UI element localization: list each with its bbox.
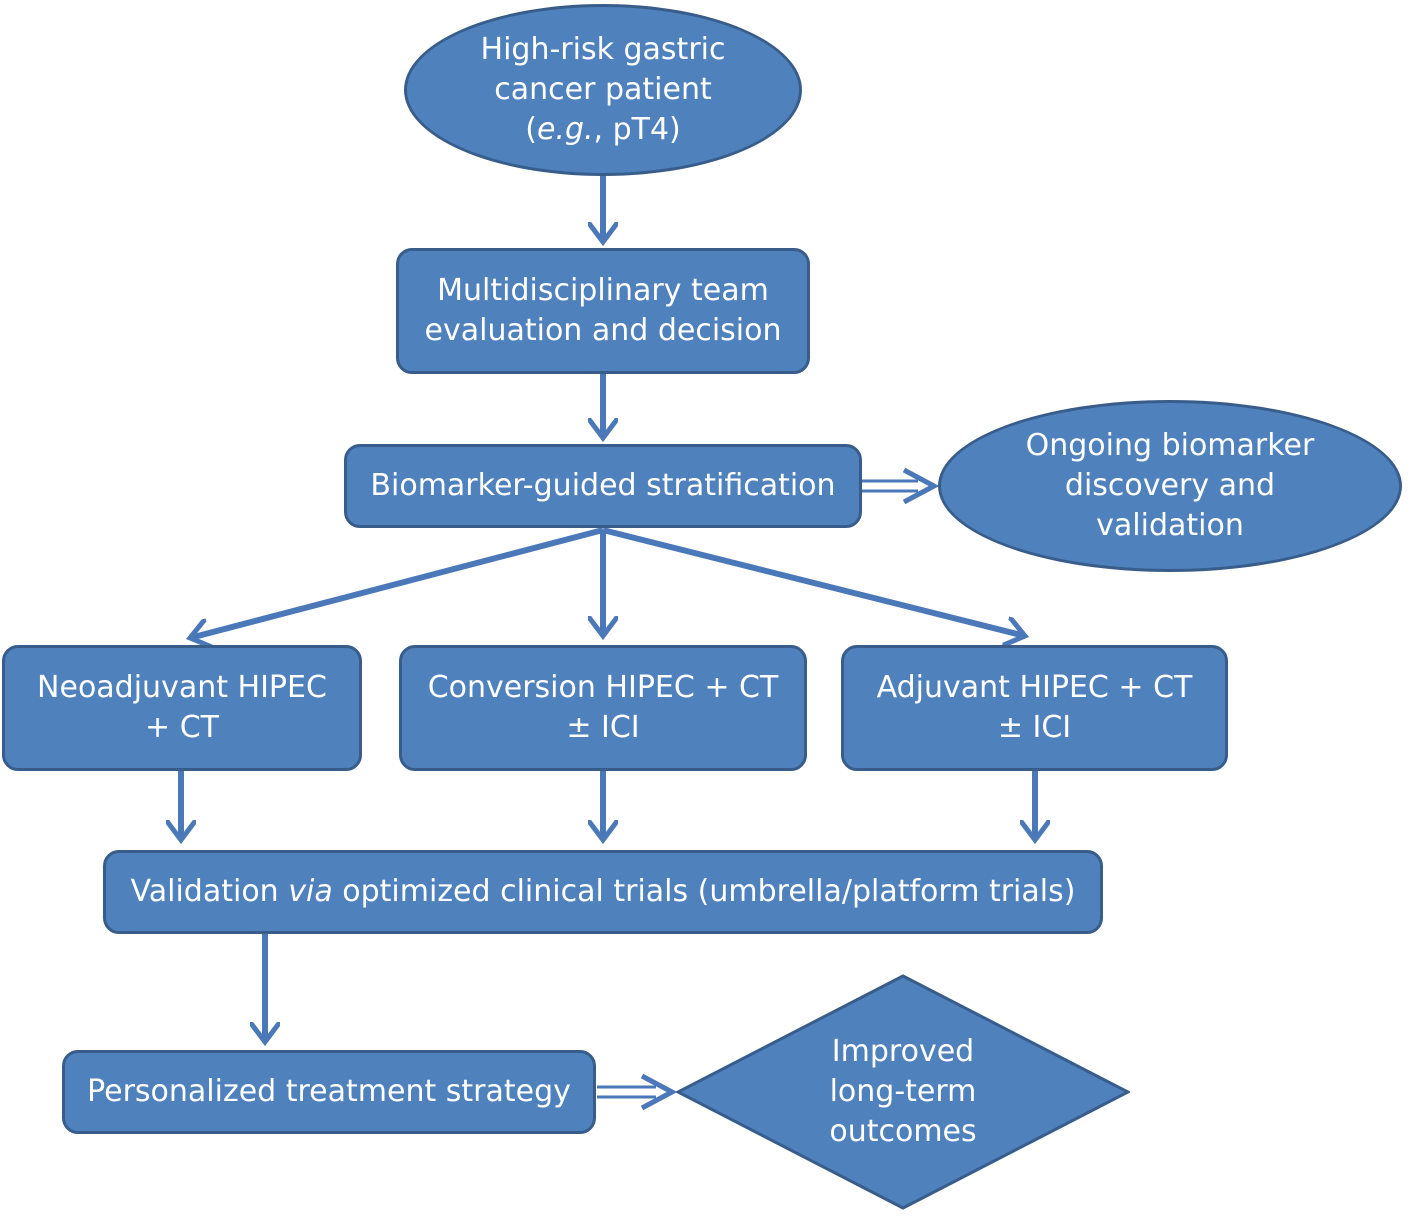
discovery-line-2: discovery and [1064,468,1276,503]
outcomes-line-2: long-term [829,1074,977,1109]
conversion-line-1: Conversion HIPEC + CT [427,670,779,705]
patient-line-3: (e.g., pT4) [525,112,681,147]
personalized-line-1: Personalized treatment strategy [87,1074,571,1109]
arrow-personalized-to-outcomes [597,1073,678,1111]
outcomes-text: Improved long-term outcomes [676,974,1130,1210]
mdt-line-2: evaluation and decision [424,313,782,348]
outcomes-diamond-shape [676,974,1130,1210]
arrow-biomarker-to-discovery [862,467,940,505]
outcomes-line-3: outcomes [829,1114,977,1149]
biomarker-node: Biomarker-guided stratification [344,444,862,528]
neoadjuvant-node: Neoadjuvant HIPEC + CT [2,645,362,771]
mdt-node: Multidisciplinary team evaluation and de… [396,248,810,374]
patient-line-1: High-risk gastric [480,32,726,67]
adjuvant-line-2: ± ICI [997,710,1072,745]
discovery-line-1: Ongoing biomarker [1025,428,1315,463]
validation-line-1: Validation via optimized clinical trials… [130,874,1076,909]
outcomes-line-1: Improved [831,1034,975,1069]
discovery-line-3: validation [1096,508,1244,543]
adjuvant-line-1: Adjuvant HIPEC + CT [876,670,1193,705]
discovery-node: Ongoing biomarker discovery and validati… [938,400,1402,572]
conversion-node: Conversion HIPEC + CT ± ICI [399,645,807,771]
patient-line-2: cancer patient [494,72,712,107]
biomarker-line-1: Biomarker-guided stratification [370,468,836,503]
arrow-biomarker-to-adjuvant [602,527,1025,636]
patient-node: High-risk gastric cancer patient (e.g., … [404,4,802,176]
adjuvant-node: Adjuvant HIPEC + CT ± ICI [841,645,1228,771]
arrow-biomarker-to-neoadjuvant [190,527,604,638]
personalized-node: Personalized treatment strategy [62,1050,596,1134]
mdt-line-1: Multidisciplinary team [437,273,769,308]
neoadjuvant-line-2: + CT [145,710,219,745]
conversion-line-2: ± ICI [566,710,640,745]
validation-node: Validation via optimized clinical trials… [103,850,1103,934]
neoadjuvant-line-1: Neoadjuvant HIPEC [37,670,327,705]
outcomes-node: Improved long-term outcomes [676,974,1130,1210]
